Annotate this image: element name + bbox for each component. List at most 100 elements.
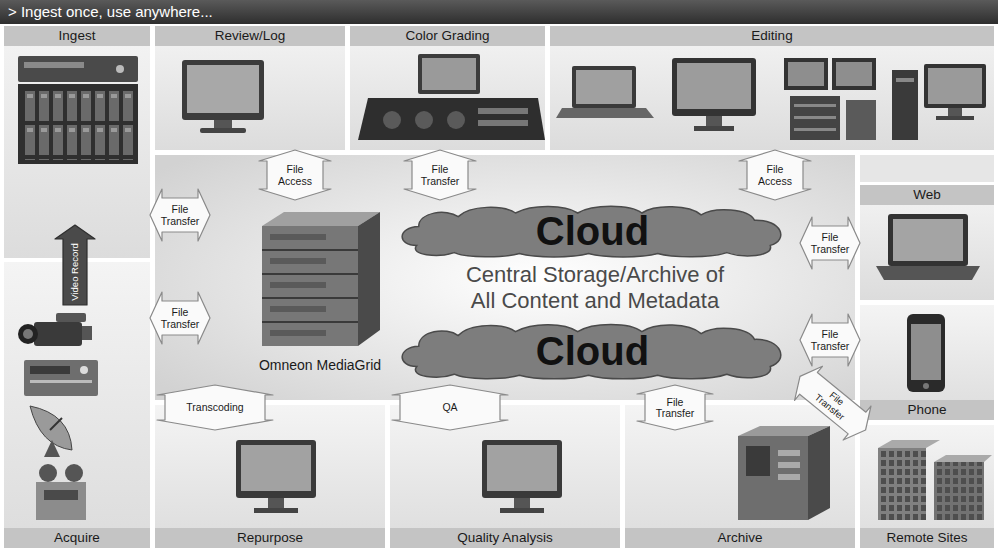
office-buildings bbox=[878, 440, 992, 520]
transfer-arrow bbox=[259, 150, 331, 200]
web-panel bbox=[860, 185, 994, 300]
edge-label: File Transfer bbox=[156, 204, 204, 227]
editing-workstation bbox=[892, 64, 986, 140]
page-title: > Ingest once, use anywhere... bbox=[0, 0, 221, 24]
header-bar bbox=[550, 26, 994, 46]
monitor-frame bbox=[236, 440, 316, 498]
transfer-arrow bbox=[150, 189, 210, 241]
edit-rack bbox=[790, 96, 840, 140]
monitor-frame bbox=[482, 440, 562, 498]
region-panel: Phone bbox=[860, 305, 994, 420]
console-keys bbox=[478, 120, 528, 126]
rack-line bbox=[794, 128, 836, 131]
monitor-neck bbox=[214, 120, 232, 128]
laptop-lid bbox=[888, 214, 968, 266]
transfer-arrow bbox=[800, 217, 860, 269]
monitor-frame bbox=[418, 54, 480, 94]
panel-label: Acquire bbox=[4, 528, 150, 548]
region-panel: Acquire bbox=[4, 305, 150, 548]
review-panel bbox=[155, 26, 345, 150]
footer-bar bbox=[4, 528, 150, 548]
monitor-neck bbox=[268, 498, 284, 508]
monitor-base bbox=[200, 128, 246, 133]
rack-bay bbox=[270, 282, 326, 288]
dish-stand bbox=[44, 440, 60, 457]
monitor-frame bbox=[832, 58, 876, 90]
monitor-neck bbox=[514, 498, 530, 508]
scanner-body bbox=[36, 482, 86, 520]
panel-label: Ingest bbox=[4, 26, 150, 46]
building-body bbox=[878, 448, 926, 520]
monitor-frame bbox=[784, 58, 828, 90]
transfer-arrow bbox=[157, 385, 273, 430]
monitor-base bbox=[500, 508, 544, 513]
panel-label: Color Grading bbox=[350, 26, 545, 46]
deck-slot bbox=[30, 366, 70, 374]
panel-label: Web bbox=[860, 185, 994, 205]
cloud-path bbox=[402, 324, 781, 378]
panel-label: Editing bbox=[550, 26, 994, 46]
device-caption: Omneon MediaGrid bbox=[235, 356, 405, 374]
phone-screen bbox=[911, 324, 941, 380]
rack-divider bbox=[262, 249, 358, 251]
monitor-base bbox=[254, 508, 298, 513]
panel-label: Archive bbox=[625, 528, 855, 548]
region-panel: Editing bbox=[550, 26, 994, 150]
header-bar bbox=[155, 26, 345, 46]
pc-tower bbox=[892, 70, 918, 140]
monitor-frame bbox=[182, 60, 264, 120]
camera-glass bbox=[23, 329, 33, 339]
laptop-screen bbox=[576, 70, 632, 104]
rack-line bbox=[794, 116, 836, 119]
header-bar bbox=[4, 26, 150, 46]
region-panel: Ingest bbox=[4, 26, 150, 225]
library-side bbox=[808, 426, 830, 520]
edge-label: File Transfer bbox=[806, 232, 854, 255]
phone-body bbox=[907, 314, 945, 392]
laptop-lid bbox=[572, 66, 636, 108]
monitor-screen bbox=[187, 65, 259, 113]
library-drive bbox=[778, 474, 800, 480]
panel-label: Review/Log bbox=[155, 26, 345, 46]
building-body bbox=[934, 462, 984, 520]
building-windows bbox=[934, 462, 984, 520]
deck-knob bbox=[80, 366, 88, 374]
laptop-base bbox=[556, 108, 654, 118]
editing-suite bbox=[784, 58, 876, 140]
repurpose-panel bbox=[155, 405, 385, 548]
rack-divider bbox=[262, 297, 358, 299]
transfer-arrow bbox=[637, 385, 713, 430]
monitor-screen bbox=[928, 68, 982, 104]
cloud-shape: Cloud bbox=[395, 204, 790, 258]
panel-label: Repurpose bbox=[155, 528, 385, 548]
storage-strip bbox=[860, 155, 994, 182]
panel-label: Phone bbox=[860, 400, 994, 420]
building-roof bbox=[934, 455, 992, 462]
monitor-screen bbox=[487, 445, 557, 491]
region-panel: Repurpose bbox=[155, 430, 385, 548]
web-laptop bbox=[876, 214, 980, 280]
transfer-arrow bbox=[800, 314, 860, 366]
camera-viewfinder bbox=[56, 313, 86, 322]
mobile-phone bbox=[907, 314, 945, 392]
monitor-neck bbox=[706, 116, 722, 126]
video-camera bbox=[18, 313, 92, 346]
library-drive bbox=[778, 462, 800, 468]
panel-label: Quality Analysis bbox=[390, 528, 620, 548]
edge-label: File Transfer bbox=[651, 396, 699, 419]
footer-bar bbox=[390, 528, 620, 548]
header-bar bbox=[350, 26, 545, 46]
rack-bay bbox=[270, 306, 326, 312]
film-reel bbox=[65, 464, 83, 482]
monitor-screen bbox=[422, 58, 476, 90]
edge-label: File Transfer bbox=[417, 164, 463, 187]
rack-line bbox=[794, 104, 836, 107]
camera-back bbox=[82, 326, 92, 340]
deck-strip bbox=[30, 380, 92, 383]
phone-panel bbox=[860, 305, 994, 420]
repurpose-computer bbox=[236, 440, 316, 513]
trackball bbox=[447, 111, 465, 129]
record-arrow bbox=[55, 225, 95, 305]
ingest-panel bbox=[4, 26, 150, 258]
